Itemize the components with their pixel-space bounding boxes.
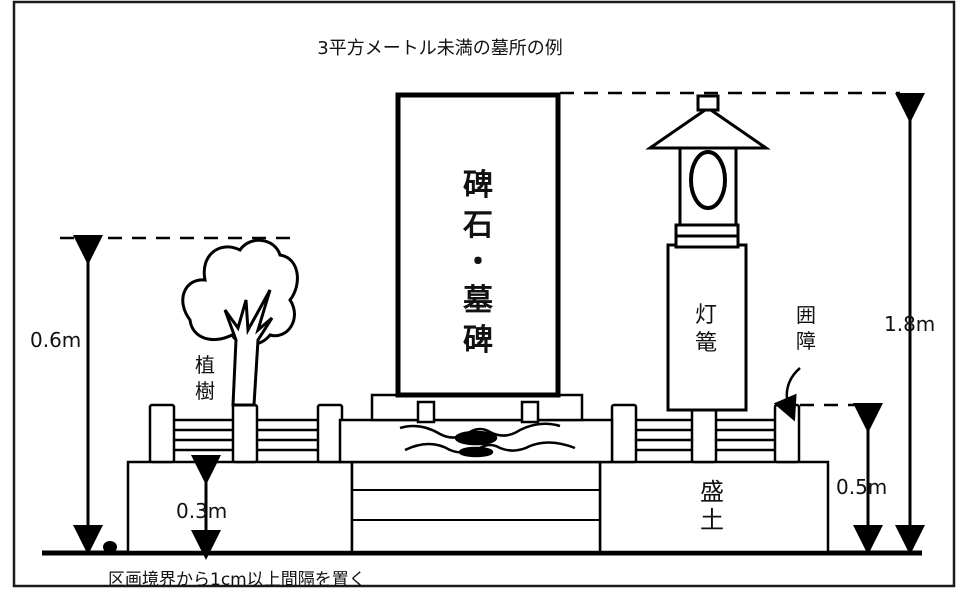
monument	[395, 92, 561, 398]
tree	[181, 239, 299, 407]
monument-label-2: 石	[462, 208, 493, 243]
svg-text:灯: 灯	[695, 303, 717, 328]
label-fence-height: 0.5m	[836, 475, 887, 499]
label-mound: 盛 土	[700, 478, 724, 534]
label-total-height: 1.8m	[884, 312, 935, 336]
dimension-arrows	[73, 93, 925, 560]
svg-text:土: 土	[700, 506, 724, 534]
label-mound-height: 0.3m	[176, 499, 227, 523]
label-tree-height: 0.6m	[30, 328, 81, 352]
svg-text:盛: 盛	[700, 478, 724, 506]
center-steps	[350, 460, 602, 554]
diagram-title: 3平方メートル未満の墓所の例	[317, 38, 562, 59]
svg-text:囲: 囲	[796, 303, 816, 327]
label-lantern: 灯 篭	[695, 303, 717, 356]
svg-text:篭: 篭	[695, 331, 717, 356]
svg-text:植: 植	[195, 353, 215, 377]
boundary-note: 区画境界から1cm以上間隔を置く	[108, 570, 366, 590]
monument-label-3: ・	[463, 245, 493, 280]
fence-left	[148, 403, 344, 464]
label-fence: 囲 障	[796, 303, 816, 353]
mound-base-left	[126, 460, 354, 554]
fence-pointer-arrow	[773, 367, 801, 422]
frame-border	[12, 0, 956, 588]
svg-text:樹: 樹	[195, 379, 215, 403]
boundary-marker	[103, 541, 117, 553]
monument-label: 碑 石 ・ 墓 碑	[462, 168, 494, 358]
monument-label-4: 墓	[462, 283, 494, 318]
dashed-guides	[60, 91, 900, 407]
fence-right	[610, 403, 801, 464]
monument-label-5: 碑	[463, 323, 493, 358]
lantern	[645, 94, 771, 412]
monument-label-1: 碑	[463, 168, 493, 203]
monument-base	[338, 393, 614, 464]
svg-text:障: 障	[796, 329, 816, 353]
label-tree: 植 樹	[195, 353, 215, 403]
